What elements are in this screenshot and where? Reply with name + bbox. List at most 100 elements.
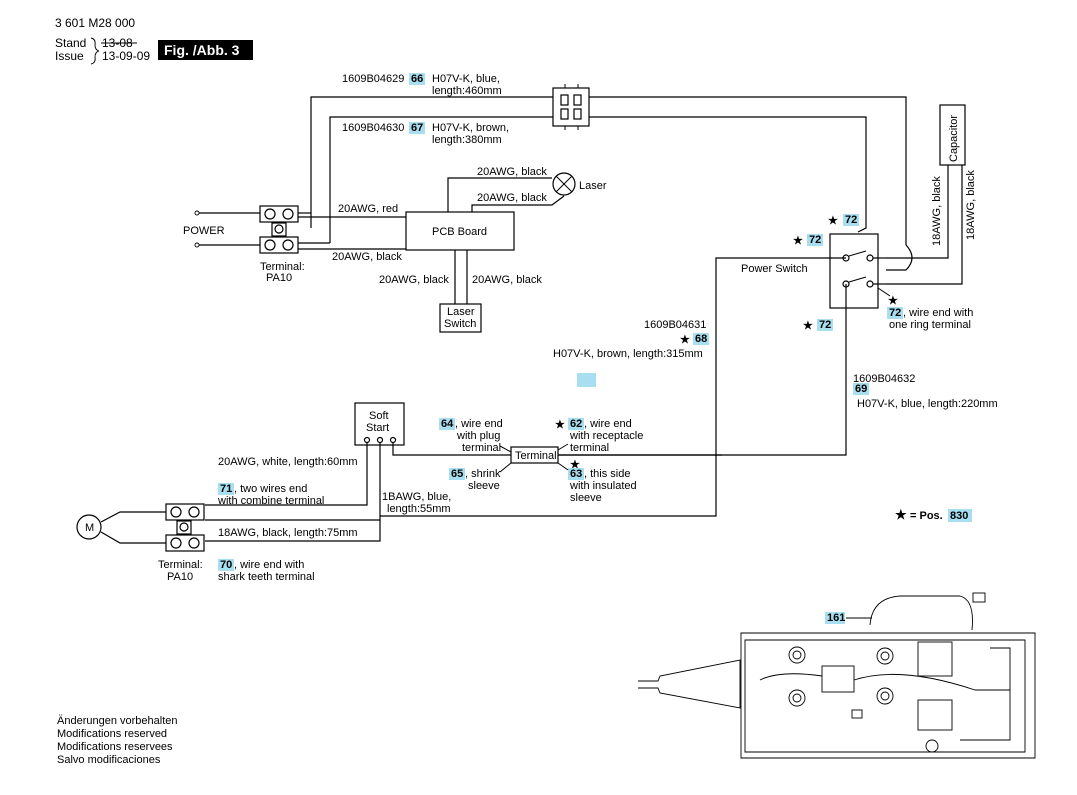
issue-date: 13-09-09 — [102, 49, 150, 63]
motor-label: M — [85, 522, 94, 534]
star-icon: ★ — [803, 320, 813, 332]
footer-line4: Salvo modificaciones — [57, 754, 161, 766]
terminal-bot-label1: Terminal: — [158, 559, 203, 571]
star-icon: ★ — [828, 215, 838, 227]
star-icon: ★ — [680, 334, 690, 346]
power-pin-icon — [194, 242, 200, 248]
w63-d3: sleeve — [570, 492, 602, 504]
w63-num: 63 — [570, 468, 582, 480]
soft-start-label1: Soft — [369, 410, 389, 422]
laser-label: Laser — [579, 180, 607, 192]
terminal-mid — [510, 446, 559, 464]
w65-num: 65 — [451, 468, 463, 480]
w62-num: 62 — [570, 418, 582, 430]
fig-label: Fig. /Abb. 3 — [164, 42, 240, 58]
power-label: POWER — [183, 225, 225, 237]
w66-num: 66 — [411, 73, 423, 85]
star-icon: ★ — [555, 419, 565, 431]
footer-line2: Modifications reserved — [57, 728, 167, 740]
footer-line3: Modifications reservees — [57, 741, 173, 753]
tool-housing-illustration — [638, 592, 1036, 759]
w68-part: 1609B04631 — [644, 319, 706, 331]
w70-d2: shark teeth terminal — [218, 571, 315, 583]
blue18-1: 1BAWG, blue, — [382, 491, 451, 503]
w72-c: 72 — [819, 319, 831, 331]
w66-desc1: H07V-K, blue, — [432, 73, 500, 85]
motor-icon — [76, 514, 102, 540]
pos-label: = Pos. — [910, 510, 943, 522]
w67-desc1: H07V-K, brown, — [432, 122, 509, 134]
w64-d1: , wire end — [455, 418, 503, 430]
w64-num: 64 — [441, 418, 454, 430]
laser-switch — [439, 303, 482, 333]
white-wire: 20AWG, white, length:60mm — [218, 456, 358, 468]
w71-num: 71 — [220, 483, 232, 495]
pos-num: 830 — [950, 510, 968, 522]
cap-left-wire: 18AWG, black — [931, 176, 943, 246]
star-icon: ★ — [888, 295, 898, 307]
terminal-block-top-icon — [259, 205, 299, 254]
pcb-board — [405, 211, 515, 251]
w63-d2: with insulated — [569, 480, 637, 492]
w67-num: 67 — [411, 122, 423, 134]
w62-d1: , wire end — [584, 418, 632, 430]
cap-right-wire: 18AWG, black — [965, 170, 977, 240]
capacitor — [939, 104, 966, 166]
footer-line1: Änderungen vorbehalten — [57, 715, 177, 727]
w65-d1: , shrink — [465, 468, 501, 480]
w72-a: 72 — [845, 214, 857, 226]
doc-number: 3 601 M28 000 — [55, 16, 135, 30]
w64-d3: terminal — [462, 442, 501, 454]
w72-d: 72 — [889, 307, 901, 319]
black18-wire: 18AWG, black, length:75mm — [218, 527, 358, 539]
w68-desc: H07V-K, brown, length:315mm — [553, 348, 703, 360]
w70-num: 70 — [220, 559, 232, 571]
power-pin-icon — [194, 210, 200, 216]
w72-desc1: , wire end with — [903, 307, 973, 319]
brace-icon — [90, 37, 100, 65]
terminal-top-label2: PA10 — [266, 272, 292, 284]
terminal-block-bottom-icon — [165, 503, 205, 552]
w72-b: 72 — [809, 234, 821, 246]
laser-top-wire: 20AWG, black — [477, 166, 547, 178]
w68-num: 68 — [695, 333, 707, 345]
red-wire: 20AWG, red — [338, 203, 398, 215]
laser-switch-label2: Switch — [444, 318, 476, 330]
highlight-marker — [577, 373, 596, 387]
laser-sw-left-wire: 20AWG, black — [379, 274, 449, 286]
w71-d2: with combine terminal — [217, 495, 324, 507]
terminal-top-label1: Terminal: — [260, 261, 305, 273]
soft-start-label2: Start — [366, 422, 389, 434]
terminal-mid-label: Terminal — [515, 450, 557, 462]
w65-d2: sleeve — [468, 480, 500, 492]
w67-desc2: length:380mm — [432, 134, 502, 146]
star-icon: ★ — [570, 459, 580, 471]
w66-desc2: length:460mm — [432, 85, 502, 97]
wire-connector-icon — [552, 84, 590, 130]
w69-num: 69 — [855, 383, 867, 395]
w62-d3: terminal — [570, 442, 609, 454]
w70-d1: , wire end with — [234, 559, 304, 571]
w69-part: 1609B04632 — [853, 373, 915, 385]
w62-d2: with receptacle — [569, 430, 643, 442]
w67-part: 1609B04630 — [342, 122, 404, 134]
terminal-bot-label2: PA10 — [167, 571, 193, 583]
w63-d1: , this side — [584, 468, 630, 480]
w66-part: 1609B04629 — [342, 73, 404, 85]
issue-label: Issue — [55, 49, 84, 63]
w72-desc2: one ring terminal — [889, 319, 971, 331]
w69-desc: H07V-K, blue, length:220mm — [857, 398, 998, 410]
star-icon: ★ — [793, 235, 803, 247]
black-power-wire: 20AWG, black — [332, 251, 402, 263]
power-switch — [829, 233, 879, 309]
w71-d1: , two wires end — [234, 483, 307, 495]
w64-d2: with plug — [456, 430, 500, 442]
laser-bottom-wire: 20AWG, black — [477, 192, 547, 204]
laser-sw-right-wire: 20AWG, black — [472, 274, 542, 286]
w161-num: 161 — [827, 612, 845, 624]
star-icon: ★ — [895, 507, 907, 522]
pcb-label: PCB Board — [432, 226, 487, 238]
capacitor-label: Capacitor — [948, 115, 960, 162]
fig-label-box — [158, 40, 253, 60]
